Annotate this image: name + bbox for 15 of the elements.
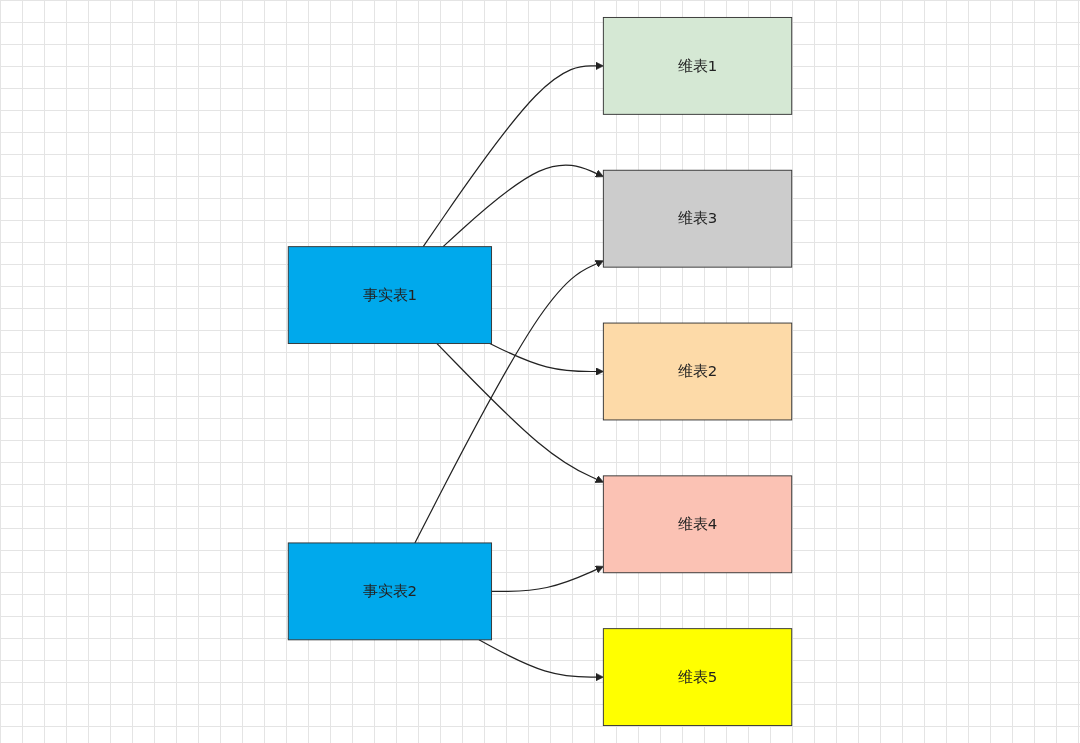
arrow [442, 164, 604, 248]
arrow [436, 342, 604, 483]
arrow [489, 342, 604, 376]
node-box [602, 322, 793, 421]
node-box [602, 169, 793, 268]
node-box [602, 628, 793, 726]
arrow [490, 565, 604, 592]
diagram: 维表1 维表3 事实表1 事实表2 维表2 维表4 维表5 [10, 10, 1070, 733]
node-box [287, 246, 492, 344]
arrow [478, 639, 604, 682]
node-box [602, 475, 793, 574]
node-box [602, 17, 793, 115]
arrow [414, 260, 604, 544]
arrow [422, 61, 604, 248]
node-box [287, 542, 492, 641]
